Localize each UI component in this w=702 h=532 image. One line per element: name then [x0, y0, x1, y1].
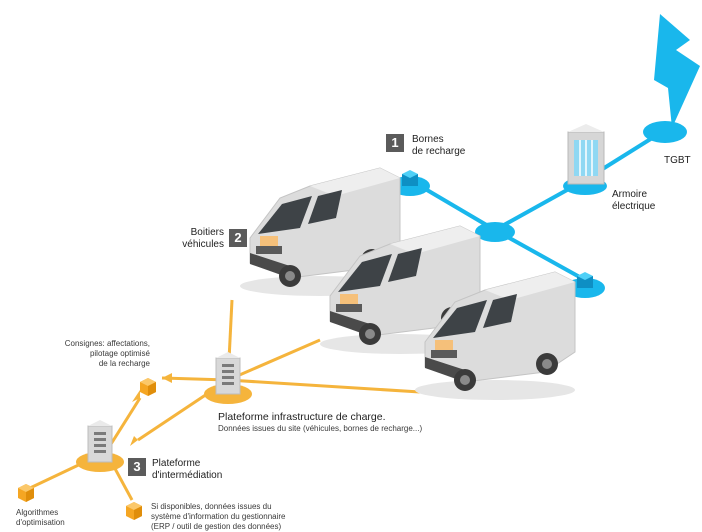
data-cube-icon — [126, 502, 142, 520]
step-badge-3: 3 — [128, 458, 146, 476]
server-icon — [75, 419, 125, 473]
data-cube-icon — [140, 378, 156, 396]
step-badge-2: 2 — [229, 229, 247, 247]
tgbt-base — [643, 121, 687, 143]
label-bornes: Bornes de recharge — [412, 134, 466, 157]
label-si-data: Si disponibles, données issues du systèm… — [151, 502, 286, 531]
label-platform-sub: Données issues du site (véhicules, borne… — [218, 424, 423, 433]
network-hub — [475, 222, 515, 242]
lightning-icon — [654, 14, 700, 128]
electrical-cabinet-icon — [563, 124, 607, 195]
label-algorithmes: Algorithmes d'optimisation — [16, 508, 65, 527]
label-platform-title: Plateforme infrastructure de charge. — [218, 411, 386, 423]
label-plateforme-intermediation: Plateforme d'intermédiation — [152, 458, 223, 481]
label-armoire: Armoire électrique — [612, 189, 656, 212]
orange-arrowheads — [130, 373, 172, 446]
label-tgbt: TGBT — [664, 155, 691, 166]
step-badge-1: 1 — [386, 134, 404, 152]
label-consignes: Consignes: affectations, pilotage optimi… — [64, 339, 150, 368]
label-boitiers: Boitiers véhicules — [182, 227, 224, 250]
